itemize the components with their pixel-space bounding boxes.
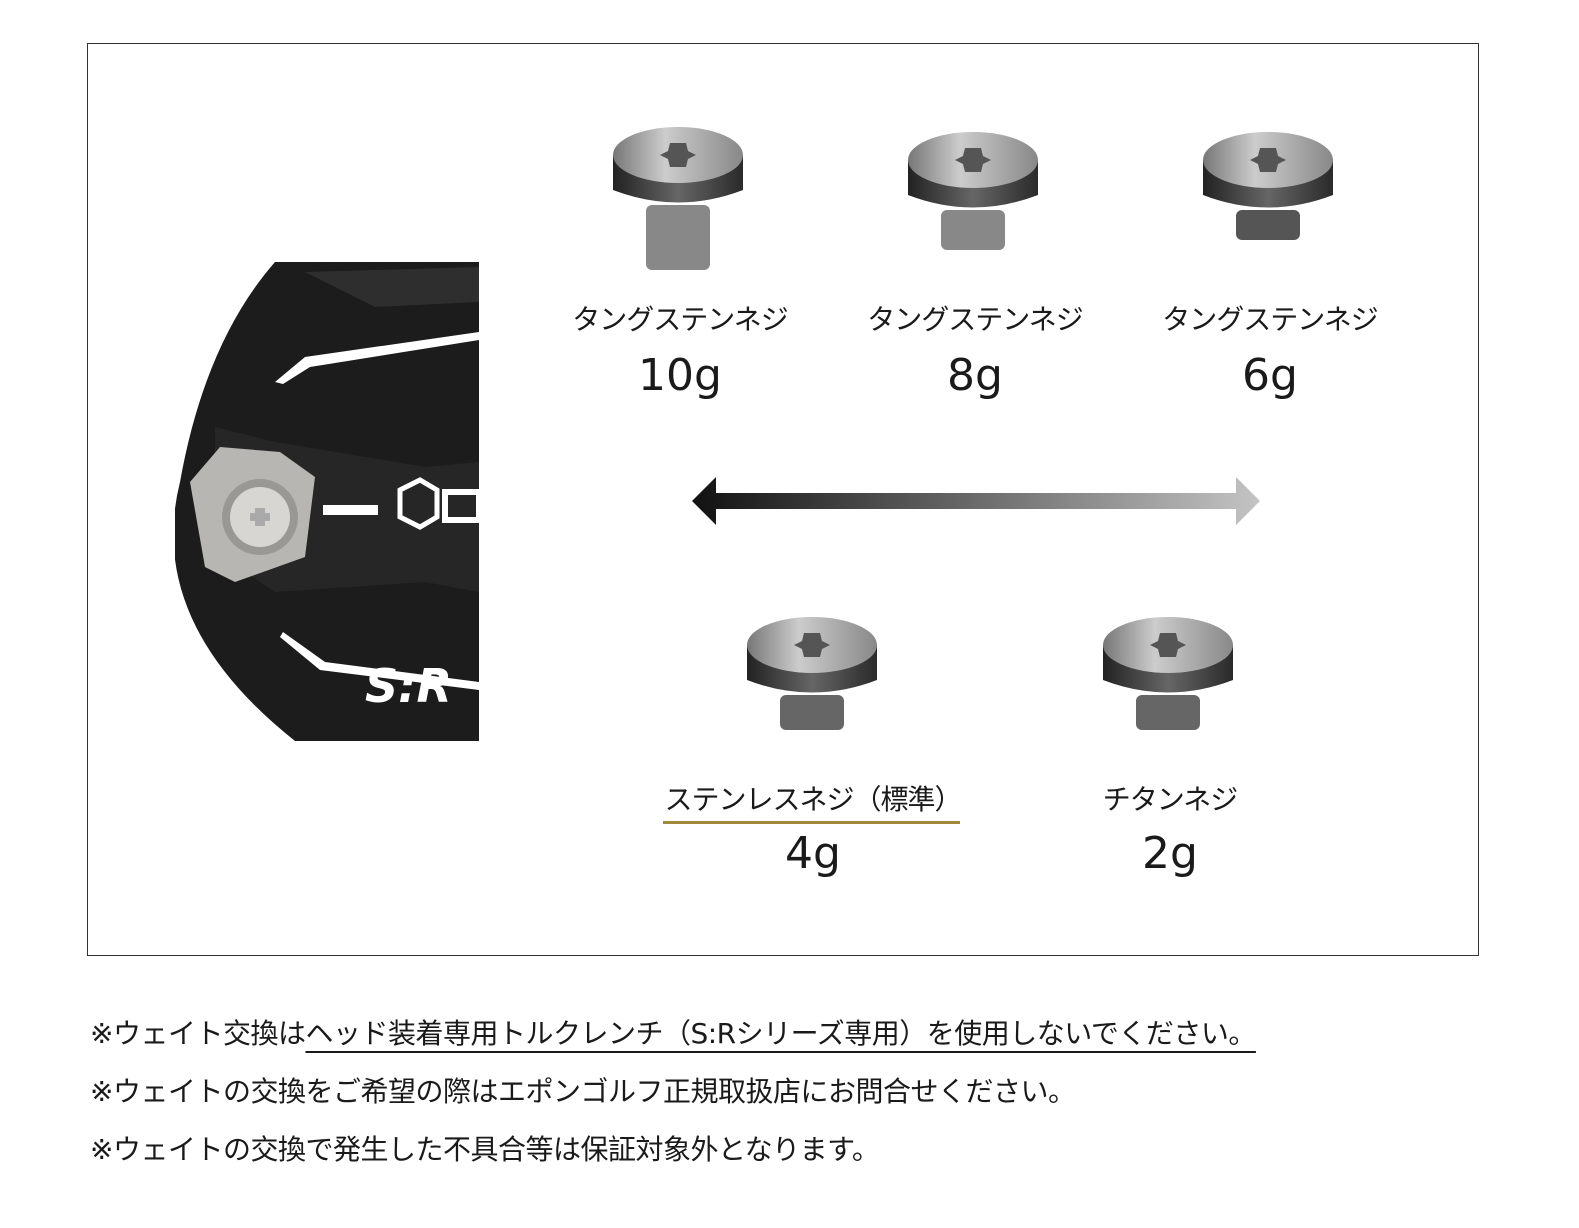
weight-range-arrow: [692, 477, 1260, 525]
weight-value-4g: 4g: [785, 828, 841, 879]
note-1-prefix: ※ウェイト交換は: [90, 1017, 306, 1050]
note-3: ※ウェイトの交換で発生した不具合等は保証対象外となります。: [90, 1133, 880, 1166]
club-head-image: S:R: [175, 262, 479, 741]
weight-value-6g: 6g: [1242, 350, 1298, 401]
weight-name-4g: ステンレスネジ（標準）: [664, 783, 962, 816]
note-1-emphasis: ヘッド装着専用トルクレンチ（S:Rシリーズ専用）を使用しないでください。: [305, 1017, 1256, 1050]
screw-10g-image: [613, 127, 743, 270]
screw-4g-image: [747, 617, 877, 730]
screw-6g-image: [1203, 132, 1333, 240]
weight-name-10g: タングステンネジ: [572, 303, 788, 336]
weight-diagram-frame: [87, 43, 1479, 956]
screw-2g-image: [1103, 617, 1233, 730]
weight-name-2g: チタンネジ: [1102, 783, 1238, 816]
note-2: ※ウェイトの交換をご希望の際はエポンゴルフ正規取扱店にお問合せください。: [90, 1075, 1076, 1108]
note-1: ※ウェイト交換はヘッド装着専用トルクレンチ（S:Rシリーズ専用）を使用しないでく…: [90, 1012, 1256, 1052]
weight-value-8g: 8g: [947, 350, 1003, 401]
club-logo-text: S:R: [365, 659, 452, 713]
standard-underline: [663, 821, 960, 824]
weight-name-8g: タングステンネジ: [867, 303, 1083, 336]
weight-name-6g: タングステンネジ: [1162, 303, 1378, 336]
screw-8g-image: [908, 132, 1038, 250]
weight-value-10g: 10g: [638, 350, 722, 401]
weight-value-2g: 2g: [1142, 828, 1198, 879]
